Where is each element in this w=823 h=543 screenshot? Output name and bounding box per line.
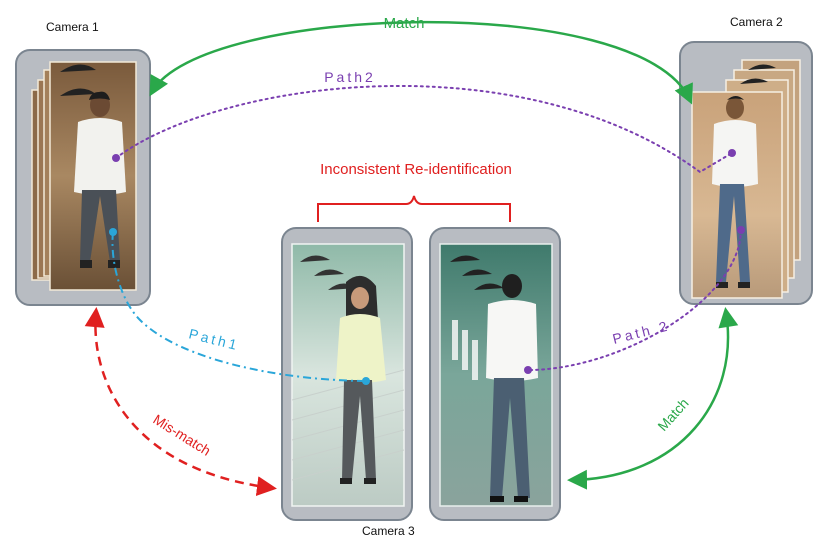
- path1-start-dot: [109, 228, 117, 236]
- path1-end-dot: [362, 377, 370, 385]
- camera-2-label: Camera 2: [730, 15, 783, 29]
- path2-start-dot: [112, 154, 120, 162]
- inconsistent-bracket: [317, 195, 511, 222]
- camera-2-card: [679, 41, 813, 305]
- camera-3-right-card: [429, 227, 561, 521]
- camera-1-frames: [31, 61, 137, 291]
- path1-label: Path1: [187, 325, 241, 353]
- camera-1-card: [15, 49, 151, 306]
- mismatch-arrow: [84, 307, 277, 497]
- inconsistent-label: Inconsistent Re-identification: [320, 161, 512, 178]
- camera-1-label: Camera 1: [46, 20, 99, 34]
- camera-1-person: [74, 91, 126, 268]
- match-right-arrow: [567, 307, 739, 490]
- camera-3-left-card: [281, 227, 413, 521]
- match-top-arrow: [149, 20, 693, 105]
- match-right-label: Match: [654, 395, 691, 434]
- path2-camera2-lower-dot: [737, 226, 745, 234]
- path2-top-line: [115, 84, 733, 174]
- camera-3-woman: [336, 275, 386, 484]
- mismatch-label: Mis-match: [150, 411, 213, 459]
- path2-camera2-dot: [728, 149, 736, 157]
- camera-3-label: Camera 3: [362, 524, 415, 538]
- path2-camera3-dot: [524, 366, 532, 374]
- path1-line: [111, 231, 365, 382]
- camera-3-man: [486, 274, 538, 502]
- match-top-label: Match: [384, 15, 425, 32]
- path2-top-label: Path2: [324, 69, 376, 85]
